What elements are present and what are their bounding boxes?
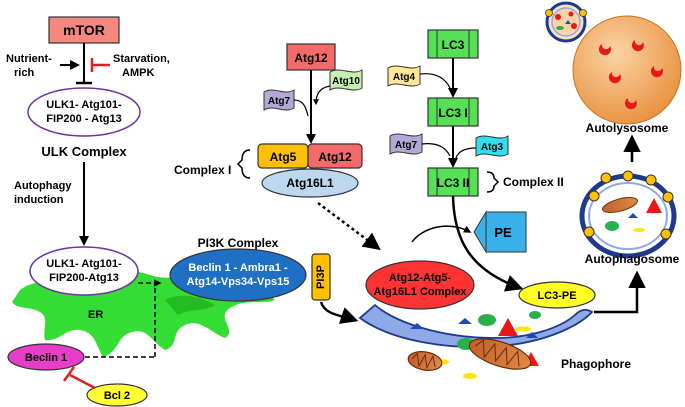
pi3k-line2: Atg14-Vps34-Vps15: [187, 276, 290, 288]
autophagosome-label: Autophagosome: [585, 252, 680, 266]
atg4-flag: Atg4: [387, 65, 421, 87]
autolysosome-sphere: [572, 15, 682, 125]
starvation-label: Starvation,: [113, 53, 170, 65]
lc3-atg7-arrow: [421, 143, 451, 157]
pe-label: PE: [494, 225, 512, 240]
atg4-arrow: [419, 73, 451, 89]
phagophore-label: Phagophore: [561, 357, 631, 371]
ulk-complex-line2: FIP200 - Atg13: [46, 113, 121, 125]
lc3ii-box: LC3 II: [427, 167, 479, 197]
pi3p-label: PI3P: [315, 265, 327, 289]
atg12-atg7-flag: Atg7: [263, 89, 295, 111]
autophagy-induction-label: Autophagy: [14, 180, 72, 192]
atg12-atg7-label: Atg7: [268, 96, 291, 107]
complex1-brace: [236, 149, 251, 179]
atg10-flag: Atg10: [329, 69, 363, 91]
autophagosome: [579, 170, 677, 259]
ulk-active-line1: ULK1- Atg101-: [46, 258, 122, 270]
mitochondria: [468, 338, 532, 370]
atg12-box: Atg12: [286, 43, 336, 71]
complex1-label: Complex I: [174, 163, 231, 177]
atg3-label: Atg3: [481, 142, 504, 153]
ulk-active-line2: FIP200-Atg13: [49, 272, 119, 284]
pe-pentagon: PE: [473, 210, 527, 254]
atg-complex-line1: Atg12-Atg5-: [389, 272, 452, 284]
atg16l1-ellipse: Atg16L1: [261, 168, 359, 198]
atg3-arrow: [455, 147, 477, 159]
bcl2-inhibit-bar: [62, 366, 76, 382]
cargo-items: [407, 311, 541, 379]
complex2-label: Complex II: [503, 175, 564, 189]
atg12b-box: Atg12: [307, 143, 363, 169]
mtor-box: mTOR: [48, 16, 120, 44]
phagophore-to-autophagosome-arrow: [594, 270, 646, 314]
ulk-active-ellipse: ULK1- Atg101- FIP200-Atg13: [29, 246, 139, 296]
ampk-label: AMPK: [122, 67, 154, 79]
atg5-box: Atg5: [257, 143, 309, 169]
lc3-atg7-label: Atg7: [395, 140, 418, 151]
ulk-complex-ellipse: ULK1- Atg101- FIP200 - Atg13: [27, 87, 141, 137]
nutrient-rich-label-2: rich: [14, 67, 34, 79]
lc3i-box: LC3 I: [427, 97, 479, 127]
pi3k-line1: Beclin 1 - Ambra1 -: [188, 262, 288, 274]
pe-recruit-arrow: [411, 225, 472, 243]
lc3ii-to-lc3pe-arrow: [451, 195, 524, 292]
er-label: ER: [88, 309, 103, 321]
lysosome-small: [545, 1, 587, 43]
lc3pe-label: LC3-PE: [537, 290, 576, 302]
atg-complex-ellipse: Atg12-Atg5- Atg16L1 Complex: [365, 260, 475, 310]
atg10-label: Atg10: [332, 76, 360, 87]
atg5-label: Atg5: [270, 150, 297, 164]
bcl2-ellipse: Bcl 2: [86, 383, 148, 407]
nutrient-rich-label: Nutrient-: [6, 53, 52, 65]
complex2-brace: [486, 171, 500, 193]
autophagy-induction-label-2: induction: [14, 194, 64, 206]
mitochondria-small: [407, 351, 443, 371]
lc3i-label: LC3 I: [438, 106, 467, 120]
atg12-label: Atg12: [294, 51, 328, 65]
atg-complex-line2: Atg16L1 Complex: [374, 286, 468, 298]
lc3-label: LC3: [442, 38, 465, 52]
atg3-flag: Atg3: [475, 135, 509, 157]
lc3pe-ellipse: LC3-PE: [518, 281, 596, 309]
beclin1-ellipse: Beclin 1: [7, 343, 85, 371]
beclin1-label: Beclin 1: [25, 352, 67, 364]
pi3k-ellipse: Beclin 1 - Ambra1 - Atg14-Vps34-Vps15: [169, 248, 307, 302]
bcl2-label: Bcl 2: [104, 390, 130, 402]
mtor-label: mTOR: [63, 22, 105, 38]
autolysosome-label: Autolysosome: [586, 121, 669, 135]
atg12b-label: Atg12: [318, 150, 352, 164]
lc3-atg7-flag: Atg7: [389, 133, 423, 155]
atg7-arrow-1: [293, 99, 309, 117]
complex1-to-atg-complex-dotted: [317, 202, 381, 251]
pi3k-title: PI3K Complex: [198, 236, 279, 250]
atg16l1-label: Atg16L1: [286, 176, 334, 190]
atg4-label: Atg4: [393, 72, 416, 83]
bcl2-inhibit-line: [69, 373, 96, 390]
lc3ii-label: LC3 II: [437, 176, 470, 190]
ulk-complex-line1: ULK1- Atg101-: [46, 99, 122, 111]
ulk-complex-title: ULK Complex: [41, 144, 127, 159]
atg10-arrow: [313, 85, 331, 106]
pi3p-to-phagophore-arrow: [319, 301, 359, 324]
pi3p-box: PI3P: [311, 253, 331, 301]
lc3-box: LC3: [427, 29, 479, 59]
